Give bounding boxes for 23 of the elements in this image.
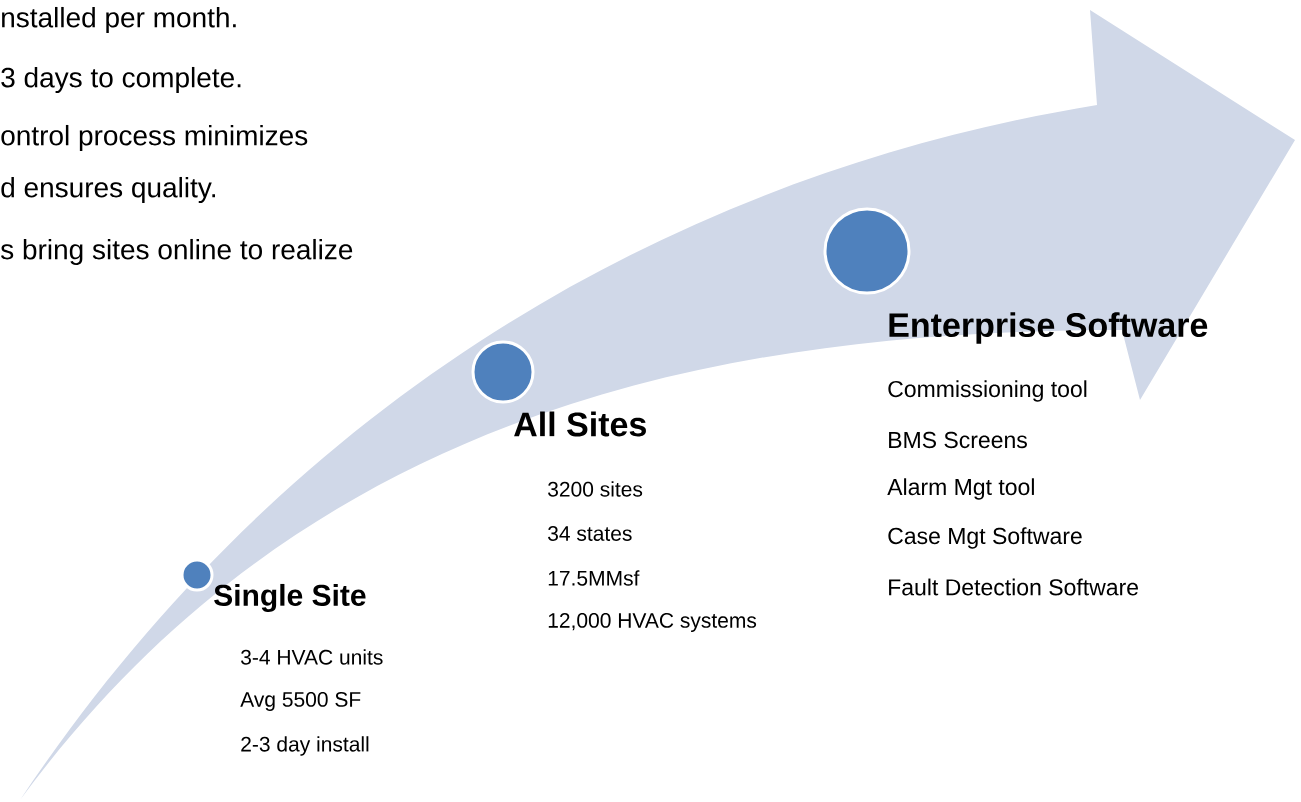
list-item: Commissioning tool <box>888 380 1087 402</box>
list-item: 34 states <box>548 526 632 541</box>
circle-marker <box>180 558 214 592</box>
list-item: 17.5MMsf <box>548 570 640 586</box>
list-item: Alarm Mgt tool <box>887 478 1034 500</box>
list-item: BMS Screens <box>889 431 1027 449</box>
circle-marker <box>823 207 911 295</box>
intro-text: 3 days to complete. <box>1 66 241 94</box>
stage-heading: All Sites <box>514 411 646 437</box>
intro-text: ontrol process minimizes <box>1 124 308 152</box>
circle-marker <box>471 340 535 404</box>
list-item: Avg 5500 SF <box>240 692 361 711</box>
list-item: 3200 sites <box>548 481 643 497</box>
list-item: Case Mgt Software <box>888 527 1082 549</box>
intro-text: s bring sites online to realize <box>1 238 353 266</box>
stage-heading: Single Site <box>214 583 366 613</box>
list-item: 12,000 HVAC systems <box>548 613 757 632</box>
list-item: Fault Detection Software <box>889 578 1138 596</box>
list-item: 3-4 HVAC units <box>241 649 383 665</box>
intro-text: d ensures quality. <box>1 176 215 204</box>
stage-heading: Enterprise Software <box>889 312 1208 344</box>
intro-text: nstalled per month. <box>2 6 236 34</box>
list-item: 2-3 day install <box>241 736 369 756</box>
